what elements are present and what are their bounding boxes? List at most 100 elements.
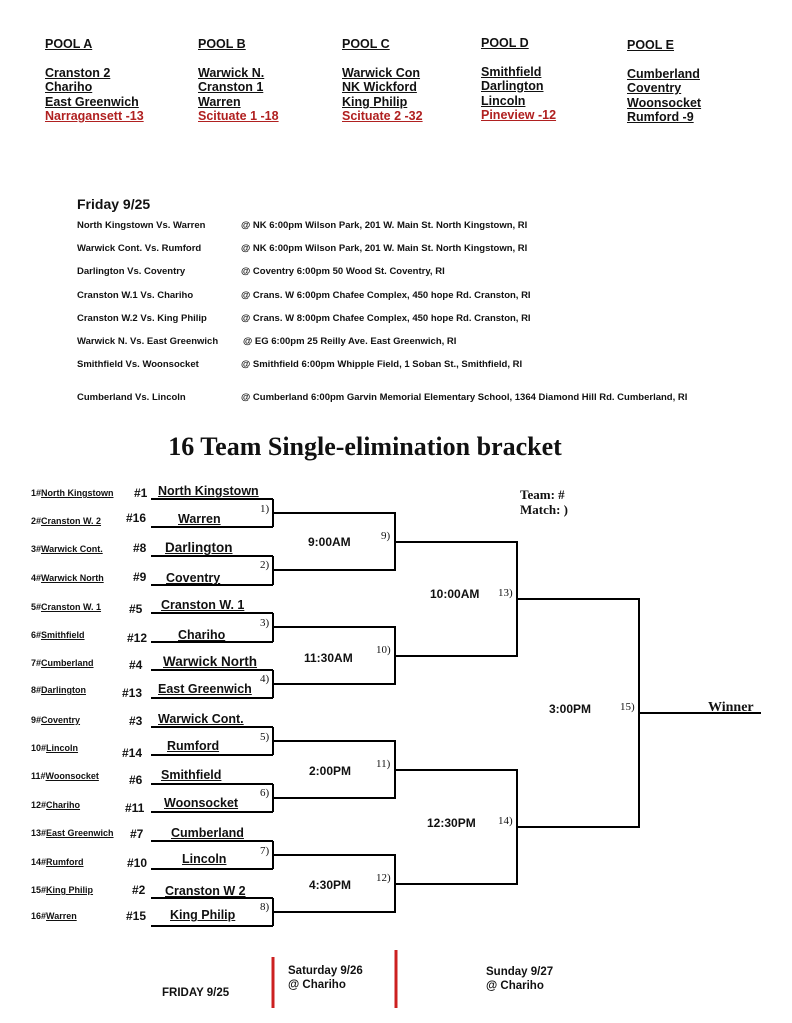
seed-entry: 10#Lincoln: [31, 743, 79, 753]
schedule-matchup: Cranston W.2 Vs. King Philip: [77, 313, 207, 324]
schedule-location: @ NK 6:00pm Wilson Park, 201 W. Main St.…: [241, 220, 528, 231]
pool-a-team: Narragansett -13: [45, 109, 144, 123]
pool-d-team: Lincoln: [481, 94, 526, 108]
pool-e-team: Coventry: [627, 81, 682, 95]
pool-c-team: NK Wickford: [342, 80, 417, 94]
slot-seed: #4: [129, 658, 143, 672]
slot-seed: #13: [122, 686, 143, 700]
saturday-date: Saturday 9/26: [288, 965, 363, 977]
slot-seed: #5: [129, 602, 143, 616]
pool-b-team: Scituate 1 -18: [198, 109, 279, 123]
match-time: 3:00PM: [549, 702, 592, 716]
seed-entry: 4#Warwick North: [31, 573, 104, 583]
winner-label: Winner: [708, 700, 754, 715]
seed-entry: 16#Warren: [31, 911, 77, 921]
match-number: 7): [260, 845, 270, 857]
schedule-matchup: North Kingstown Vs. Warren: [77, 220, 206, 231]
schedule-title: Friday 9/25: [77, 196, 151, 212]
pool-c-team: King Philip: [342, 95, 408, 109]
match-number: 15): [620, 701, 635, 713]
seed-entry: 7#Cumberland: [31, 658, 94, 668]
match-number: 5): [260, 731, 270, 743]
seed-entry: 15#King Philip: [31, 885, 94, 895]
slot-seed: #10: [127, 856, 148, 870]
pool-a-team: Cranston 2: [45, 66, 111, 80]
slot-team: Warren: [178, 512, 221, 526]
pool-a-title: POOL A: [45, 37, 93, 51]
slot-seed: #14: [122, 746, 143, 760]
pool-c-title: POOL C: [342, 37, 390, 51]
seed-entry: 3#Warwick Cont.: [31, 544, 103, 554]
match-time: 9:00AM: [308, 535, 351, 549]
match-number: 12): [376, 872, 391, 884]
sunday-date: Sunday 9/27: [486, 966, 554, 978]
seed-entry: 14#Rumford: [31, 857, 84, 867]
footer-sunday: Sunday 9/27 @ Chariho: [486, 965, 553, 993]
match-number: 11): [376, 758, 391, 770]
slot-team: Chariho: [178, 628, 226, 642]
seed-entry: 6#Smithfield: [31, 630, 85, 640]
match-number: 3): [260, 617, 270, 629]
pool-b-title: POOL B: [198, 37, 246, 51]
seed-entry: 8#Darlington: [31, 685, 87, 695]
slot-team: Smithfield: [161, 768, 222, 782]
slot-team: North Kingstown: [158, 484, 259, 498]
seed-entry: 9#Coventry: [31, 715, 81, 725]
pool-b-team: Warwick N.: [198, 66, 265, 80]
slot-team: Warwick Cont.: [158, 712, 244, 726]
pool-b-team: Warren: [198, 95, 241, 109]
slot-seed: #8: [133, 541, 147, 555]
seed-entry: 1#North Kingstown: [31, 488, 114, 498]
slot-seed: #1: [134, 486, 148, 500]
schedule-matchup: Cumberland Vs. Lincoln: [77, 392, 186, 403]
slot-seed: #6: [129, 773, 143, 787]
slot-seed: #2: [132, 883, 146, 897]
match-number: 6): [260, 787, 270, 799]
pool-e-team: Rumford -9: [627, 110, 694, 124]
seed-entry: 13#East Greenwich: [31, 828, 114, 838]
pool-d-team: Darlington: [481, 79, 544, 93]
slot-team: Lincoln: [182, 852, 227, 866]
pool-e-title: POOL E: [627, 38, 675, 52]
pool-a-team: East Greenwich: [45, 95, 139, 109]
slot-team: Warwick North: [163, 654, 258, 669]
pool-a-team: Chariho: [45, 80, 93, 94]
slot-team: Cranston W. 1: [161, 598, 245, 612]
slot-team: Cumberland: [171, 826, 244, 840]
pool-d-team: Pineview -12: [481, 108, 557, 122]
slot-team: Rumford: [167, 739, 220, 753]
match-number: 9): [381, 530, 391, 542]
schedule-matchup: Warwick Cont. Vs. Rumford: [77, 243, 202, 254]
pool-b-team: Cranston 1: [198, 80, 264, 94]
sunday-location: @ Chariho: [486, 980, 544, 992]
match-time: 2:00PM: [309, 764, 352, 778]
schedule-matchup: Warwick N. Vs. East Greenwich: [77, 336, 219, 347]
slot-seed: #12: [127, 631, 148, 645]
match-number: 1): [260, 503, 270, 515]
pool-e-team: Woonsocket: [627, 96, 702, 110]
match-time: 11:30AM: [304, 651, 353, 665]
match-number: 8): [260, 901, 270, 913]
slot-seed: #15: [126, 909, 147, 923]
pool-e-team: Cumberland: [627, 67, 700, 81]
seed-entry: 2#Cranston W. 2: [31, 516, 102, 526]
slot-seed: #9: [133, 570, 147, 584]
slot-seed: #3: [129, 714, 143, 728]
footer-friday: FRIDAY 9/25: [162, 987, 230, 999]
match-number: 14): [498, 815, 513, 827]
seed-entry: 12#Chariho: [31, 800, 81, 810]
bracket-title: 16 Team Single-elimination bracket: [168, 432, 562, 461]
match-time: 10:00AM: [430, 587, 480, 601]
legend-match: Match: ): [520, 502, 569, 517]
schedule-location: @ EG 6:00pm 25 Reilly Ave. East Greenwic…: [243, 336, 457, 347]
seed-entry: 11#Woonsocket: [31, 771, 99, 781]
schedule-location: @ Cumberland 6:00pm Garvin Memorial Elem…: [241, 392, 688, 403]
match-time: 4:30PM: [309, 878, 352, 892]
slot-team: King Philip: [170, 908, 236, 922]
schedule-location: @ Smithfield 6:00pm Whipple Field, 1 Sob…: [241, 359, 523, 370]
pool-c-team: Scituate 2 -32: [342, 109, 423, 123]
schedule-location: @ NK 6:00pm Wilson Park, 201 W. Main St.…: [241, 243, 528, 254]
schedule-matchup: Smithfield Vs. Woonsocket: [77, 359, 199, 370]
schedule-location: @ Coventry 6:00pm 50 Wood St. Coventry, …: [241, 266, 445, 277]
